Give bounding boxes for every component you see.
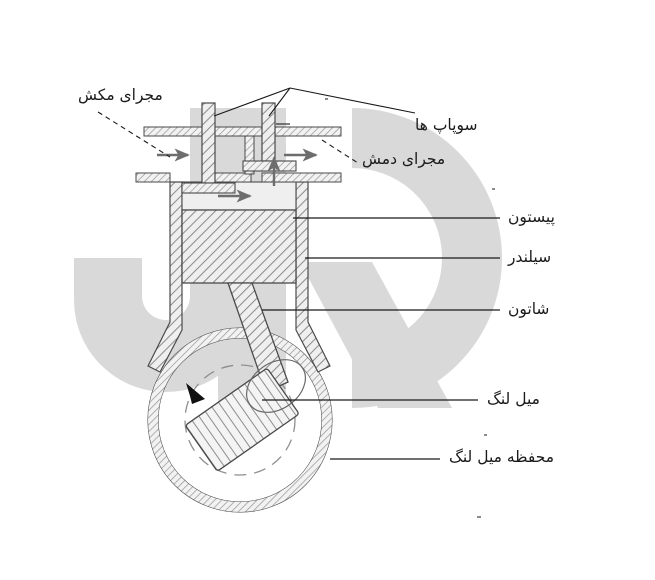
label-crankshaft: میل لنگ [487,390,540,408]
suction-valve [181,102,236,194]
crankshaft [185,368,299,471]
crank-rotation-circle [184,364,296,476]
piston-body [181,209,297,284]
scan-specks [325,98,495,518]
label-crankcase: محفظه میل لنگ [449,448,555,466]
connecting-rod [227,282,289,393]
crank-pin [246,359,306,413]
leader-discharge-passage [321,139,359,164]
head-plate-upper-right [272,126,342,137]
label-valves: سوپاپ ها [415,116,478,134]
leader-valves-branch-left [213,87,291,117]
leader-valves-tail [289,87,416,114]
leader-lines [97,87,500,460]
suction-port-guide [244,135,255,175]
label-connecting-rod: شاتون [508,300,550,318]
label-piston: پیستون [508,208,555,226]
head-plate-lower-left [135,172,171,183]
crank-rotation-arrow [186,383,205,404]
leader-valves-branch-right [268,87,291,117]
head-plate-lower-right [261,172,342,183]
label-suction-passage: مجرای مکش [78,86,163,104]
head-plate-upper-left [143,126,205,137]
label-cylinder: سیلندر [508,248,552,266]
head-plate-upper-middle [212,126,263,137]
label-discharge-passage: مجرای دمش [362,150,446,168]
flow-arrows [157,148,318,203]
crankcase-shell [147,327,333,513]
